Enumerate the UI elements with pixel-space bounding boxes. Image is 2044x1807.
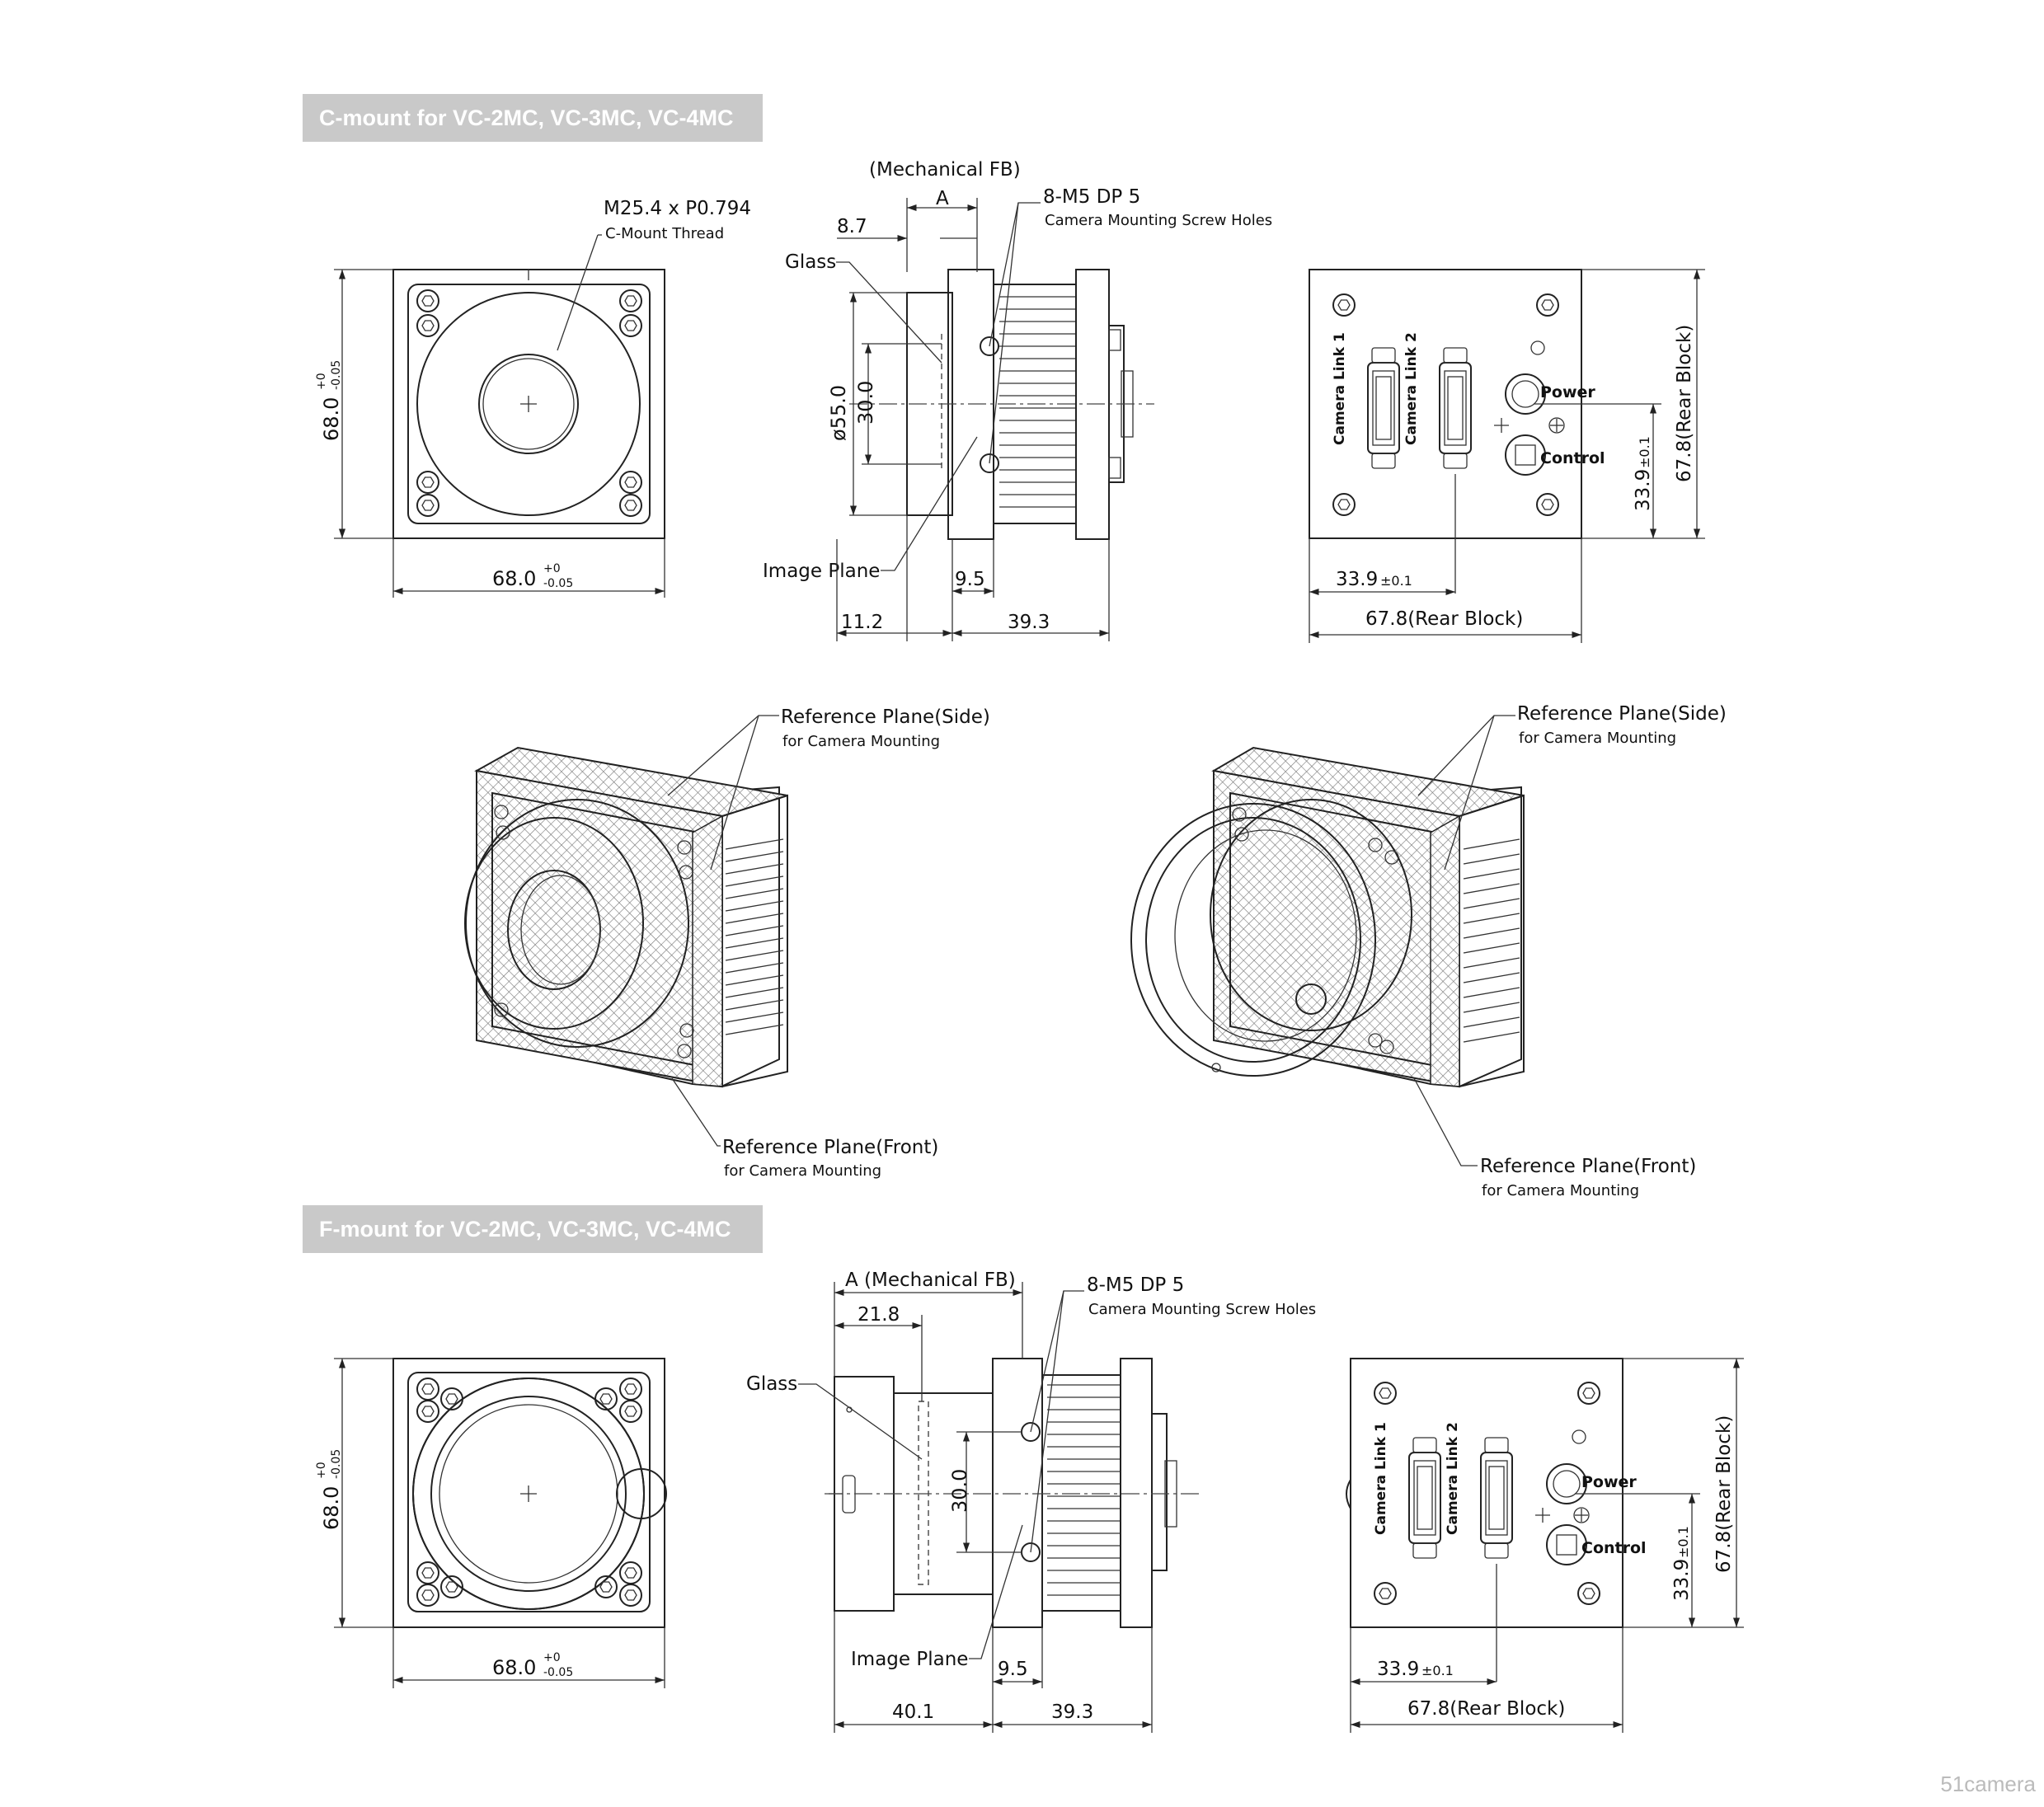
f-dim-21-8: 21.8 — [858, 1304, 900, 1326]
c-image-plane-label: Image Plane — [763, 561, 880, 582]
c-30-dim: 30.0 — [854, 381, 877, 425]
c-dim-39-3: 39.3 — [1008, 612, 1050, 633]
f-holes-sub-label: Camera Mounting Screw Holes — [1088, 1301, 1316, 1318]
f-mount-isometric-view: Reference Plane(Side) for Camera Mountin… — [1130, 703, 1727, 1199]
c-mount-section-title: C-mount for VC-2MC, VC-3MC, VC-4MC — [303, 94, 763, 142]
f-dim-9-5: 9.5 — [998, 1659, 1028, 1680]
c-mech-fb-label: (Mechanical FB) — [869, 159, 1021, 181]
c-rear-block-height: 67.8(Rear Block) — [1674, 325, 1695, 482]
f-camera-link-1-connector — [1408, 1437, 1441, 1559]
f-rear-link2-label: Camera Link 2 — [1445, 1422, 1461, 1535]
f-front-width-tol-minus: -0.05 — [543, 1666, 573, 1679]
c-rear-half-width-tol: ±0.1 — [1380, 573, 1412, 589]
c-front-width-dim: 68.0 — [492, 567, 536, 590]
c-thread-sub-label: C-Mount Thread — [605, 225, 724, 242]
f-rear-half-width-tol: ±0.1 — [1421, 1663, 1454, 1678]
c-dim-11-2: 11.2 — [841, 612, 883, 633]
iso-right-side-label: Reference Plane(Side) — [1517, 703, 1727, 725]
f-mount-front-view: 68.0 +0 -0.05 68.0 +0 -0.05 — [315, 1358, 667, 1688]
f-front-height-tol-minus: -0.05 — [330, 1449, 343, 1479]
c-front-height-tol-plus: +0 — [315, 373, 328, 390]
f-mount-side-view: A (Mechanical FB) 21.8 8-M5 DP 5 Camera … — [746, 1270, 1316, 1733]
c-holes-sub-label: Camera Mounting Screw Holes — [1045, 212, 1272, 229]
c-rear-half-width: 33.9 — [1336, 569, 1378, 590]
control-label: Control — [1540, 449, 1605, 467]
iso-right-front-sub: for Camera Mounting — [1482, 1182, 1639, 1199]
c-a-dim: A — [936, 188, 949, 209]
f-rear-half-height: 33.9 — [1671, 1559, 1693, 1601]
f-image-plane-label: Image Plane — [851, 1649, 968, 1670]
iso-left-front-sub: for Camera Mounting — [724, 1162, 881, 1180]
c-rear-half-height-tol: ±0.1 — [1637, 436, 1652, 468]
c-rear-link1-label: Camera Link 1 — [1332, 332, 1348, 445]
c-mount-front-view: M25.4 x P0.794 C-Mount Thread 68.0 +0 -0… — [315, 198, 751, 598]
f-control-label: Control — [1581, 1539, 1647, 1557]
f-holes-label: 8-M5 DP 5 — [1087, 1274, 1184, 1296]
c-diameter-dim: ø55.0 — [827, 385, 850, 441]
c-front-height-dim: 68.0 — [320, 397, 343, 441]
f-mech-fb-label: A (Mechanical FB) — [845, 1270, 1016, 1291]
f-front-width-tol-plus: +0 — [543, 1651, 561, 1664]
c-glass-label: Glass — [785, 251, 836, 273]
iso-right-side-sub: for Camera Mounting — [1519, 730, 1676, 747]
f-front-height-tol-plus: +0 — [315, 1462, 328, 1479]
c-dim-8-7: 8.7 — [837, 216, 867, 237]
f-camera-link-2-connector — [1480, 1437, 1513, 1559]
iso-right-front-label: Reference Plane(Front) — [1480, 1156, 1696, 1177]
c-rear-block-width: 67.8(Rear Block) — [1365, 608, 1523, 630]
c-rear-half-height: 33.9 — [1633, 469, 1654, 511]
c-side-cooling-fins — [999, 296, 1076, 508]
watermark-logo: 51camera — [1940, 1772, 2036, 1796]
c-thread-label: M25.4 x P0.794 — [604, 198, 751, 219]
c-mount-isometric-view: Reference Plane(Side) for Camera Mountin… — [464, 706, 990, 1180]
f-rear-block-width: 67.8(Rear Block) — [1407, 1698, 1565, 1720]
c-front-height-tol-minus: -0.05 — [330, 360, 343, 390]
c-dim-9-5: 9.5 — [955, 569, 985, 590]
f-rear-block-height: 67.8(Rear Block) — [1713, 1415, 1735, 1573]
c-mount-side-view: (Mechanical FB) A 8.7 8-M5 DP 5 Camera M… — [763, 159, 1272, 641]
camera-link-1-connector — [1367, 347, 1400, 469]
iso-left-side-label: Reference Plane(Side) — [781, 706, 990, 728]
c-front-width-tol-minus: -0.05 — [543, 577, 573, 590]
f-30-dim: 30.0 — [948, 1469, 971, 1513]
f-dim-40-1: 40.1 — [892, 1701, 934, 1723]
c-mount-rear-view: Camera Link 1 Camera Link 2 Power Contro… — [1309, 269, 1705, 643]
power-label: Power — [1540, 383, 1595, 401]
iso-left-front-label: Reference Plane(Front) — [722, 1137, 938, 1158]
f-mount-rear-view: Camera Link 1 Camera Link 2 Power Contro… — [1346, 1358, 1744, 1733]
f-rear-half-height-tol: ±0.1 — [1675, 1526, 1691, 1558]
camera-link-2-connector — [1439, 347, 1472, 469]
c-front-width-tol-plus: +0 — [543, 562, 561, 575]
f-power-label: Power — [1581, 1473, 1637, 1491]
c-holes-label: 8-M5 DP 5 — [1043, 186, 1140, 208]
f-mount-section-title: F-mount for VC-2MC, VC-3MC, VC-4MC — [303, 1205, 763, 1253]
f-front-height-dim: 68.0 — [320, 1486, 343, 1530]
f-front-width-dim: 68.0 — [492, 1656, 536, 1679]
f-dim-39-3: 39.3 — [1051, 1701, 1093, 1723]
f-glass-label: Glass — [746, 1373, 797, 1395]
f-rear-half-width: 33.9 — [1377, 1659, 1419, 1680]
c-rear-link2-label: Camera Link 2 — [1403, 332, 1420, 445]
f-rear-link1-label: Camera Link 1 — [1373, 1422, 1389, 1535]
iso-left-side-sub: for Camera Mounting — [782, 733, 940, 750]
